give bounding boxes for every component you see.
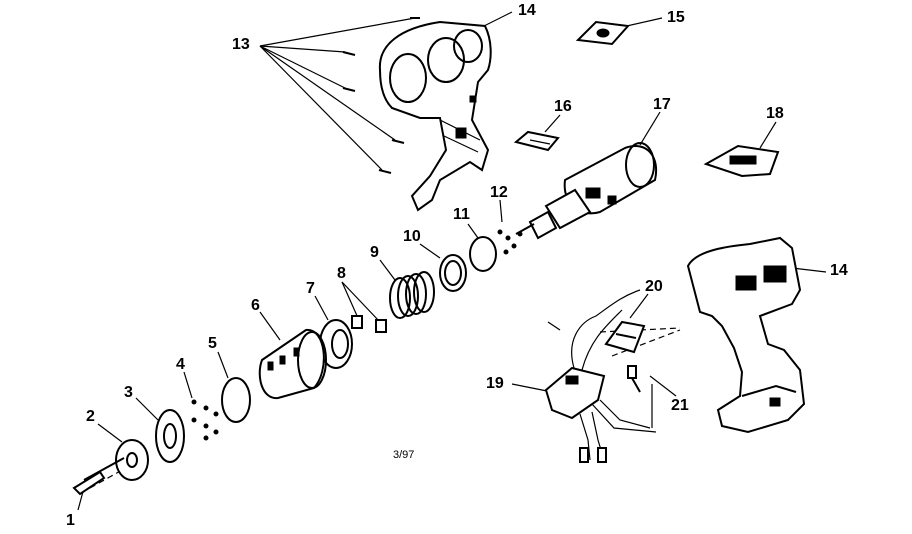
callout-10: 10 [403, 228, 421, 245]
callout-21: 21 [671, 397, 689, 414]
part-8-pins [351, 315, 387, 333]
callout-8: 8 [337, 265, 346, 282]
callout-1: 1 [66, 512, 75, 529]
part-9-spring [389, 271, 435, 319]
part-21-screw [627, 365, 641, 393]
callout-12: 12 [490, 184, 508, 201]
callout-17: 17 [653, 96, 671, 113]
part-17-motor-assembly [515, 142, 658, 240]
leader-lines [77, 11, 827, 511]
part-19-switch-and-wires [544, 289, 657, 463]
callout-11: 11 [453, 206, 470, 223]
part-16-clip [513, 130, 560, 152]
callout-3: 3 [124, 384, 133, 401]
part-13-screws [342, 17, 420, 174]
callout-5: 5 [208, 335, 217, 352]
callout-7: 7 [306, 280, 315, 297]
part-5-ring [221, 377, 251, 423]
part-14-housing-left-half [378, 20, 492, 212]
part-6-clutch-collar [258, 328, 327, 400]
part-15-plate [575, 20, 631, 46]
date-code: 3/97 [393, 449, 415, 461]
callout-15: 15 [667, 9, 685, 26]
callout-14-top: 14 [518, 2, 536, 19]
part-10-ring-gear [439, 254, 467, 292]
callout-4: 4 [176, 356, 185, 373]
callout-16: 16 [554, 98, 572, 115]
callout-6: 6 [251, 297, 260, 314]
part-1-screw [72, 457, 125, 496]
part-18-switch-plate [703, 144, 780, 178]
part-11-ring [469, 236, 497, 272]
callout-13: 13 [232, 36, 250, 53]
callout-9: 9 [370, 244, 379, 261]
part-3-plate [155, 409, 185, 463]
callout-14-right: 14 [830, 262, 848, 279]
callout-20: 20 [645, 278, 663, 295]
part-14-housing-right-half [686, 236, 806, 434]
callout-18: 18 [766, 105, 784, 122]
callout-2: 2 [86, 408, 95, 425]
callout-19: 19 [486, 375, 504, 392]
part-4-balls [191, 399, 219, 441]
part-20-bracket [604, 320, 646, 354]
part-12-balls [497, 229, 523, 255]
part-2-washer [115, 439, 149, 481]
